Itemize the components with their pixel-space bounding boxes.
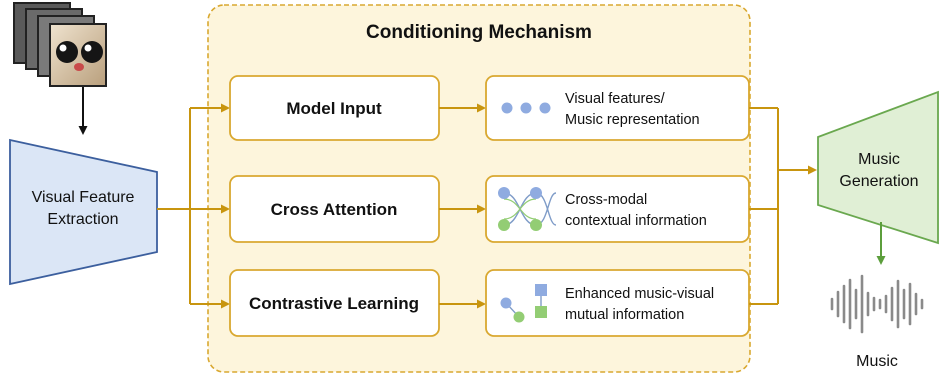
cross-attention-desc-line2: contextual information: [565, 213, 707, 229]
contrastive-learning-result-box: [485, 269, 750, 337]
extraction-label-line2: Extraction: [47, 211, 118, 228]
contrastive-learning-desc-line1: Enhanced music-visual: [565, 286, 714, 302]
model-input-label: Model Input: [286, 99, 382, 118]
cross-attention-icon: [498, 187, 557, 231]
generation-label-line1: Music: [858, 151, 900, 168]
cross-attention-desc-line1: Cross-modal: [565, 192, 647, 208]
generation-label-line2: Generation: [839, 173, 918, 190]
contrastive-learning-label: Contrastive Learning: [249, 294, 419, 313]
cross-attention-label: Cross Attention: [271, 200, 398, 219]
model-input-desc-line1: Visual features/: [565, 91, 666, 107]
waveform-icon: [830, 274, 924, 334]
cross-attention-result-box: [485, 175, 750, 243]
extraction-label-line1: Visual Feature: [32, 189, 135, 206]
output-connector: [749, 107, 817, 305]
contrastive-icon: [500, 284, 547, 323]
contrastive-learning-desc-line2: mutual information: [565, 307, 684, 323]
music-output-label: Music: [856, 353, 898, 370]
visual-feature-extraction-block: [9, 138, 158, 286]
music-generation-block: [817, 90, 939, 245]
panel-title: Conditioning Mechanism: [366, 22, 592, 43]
method-to-result-arrows: [439, 103, 486, 309]
input-connector: [157, 103, 230, 309]
model-input-desc-line2: Music representation: [565, 112, 700, 128]
three-dots-icon: [501, 102, 551, 114]
video-frames-icon: [13, 2, 107, 87]
